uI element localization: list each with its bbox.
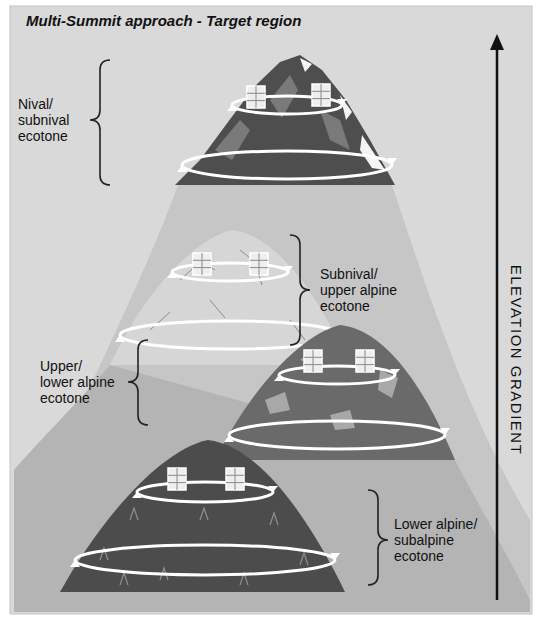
plot-grid (247, 86, 265, 108)
summit-forest (60, 440, 345, 592)
ecotone-label: Upper/ lower alpine ecotone (40, 358, 117, 406)
plot-grid (168, 468, 186, 490)
ring-arrows (224, 369, 450, 442)
plot-grid (304, 350, 322, 372)
ecotone-label: Nival/ subnival ecotone (18, 96, 88, 144)
plot-grid (356, 350, 374, 372)
plot-rings (75, 482, 335, 575)
plot-grid (250, 253, 268, 275)
ring-arrows (115, 266, 345, 342)
ecotone-label: Lower alpine/ subalpine ecotone (394, 516, 482, 564)
axis-label: ELEVATION GRADIENT (508, 265, 524, 456)
plot-grid (193, 253, 211, 275)
plot-rings (120, 263, 340, 349)
summit-rock (175, 55, 395, 185)
ecotone-label: Subnival/ upper alpine ecotone (320, 266, 408, 314)
plot-rings (182, 96, 392, 179)
plot-grid (312, 84, 330, 106)
sketch-lines (150, 250, 305, 340)
rock-texture (215, 75, 350, 160)
plot-grid (226, 468, 244, 490)
arrow-head (490, 34, 504, 50)
meadow-patch (265, 352, 398, 430)
plot-rings (229, 366, 445, 449)
figure-title: Multi-Summit approach - Target region (26, 13, 301, 29)
ring-arrows (177, 99, 397, 172)
ring-arrows (70, 486, 340, 567)
panel (10, 6, 532, 614)
upper-fan (14, 185, 530, 612)
summit-meadow (215, 325, 455, 460)
elevation-arrow (496, 48, 499, 600)
bracket (90, 60, 388, 585)
